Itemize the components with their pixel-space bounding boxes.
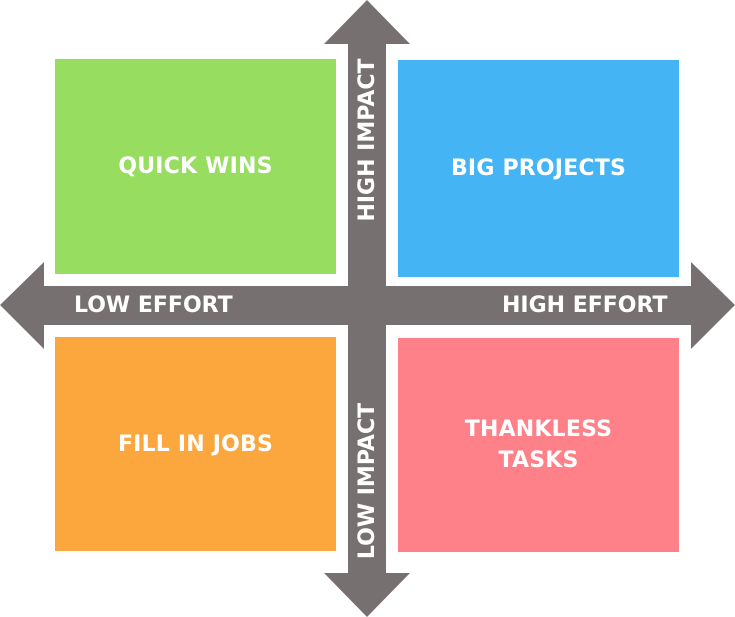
- quadrant-label: QUICK WINS: [118, 154, 273, 179]
- quadrant-quick-wins: QUICK WINS: [52, 56, 339, 277]
- quadrant-big-projects: BIG PROJECTS: [395, 57, 682, 280]
- axis-label-high-impact: HIGH IMPACT: [355, 58, 380, 222]
- quadrant-fill-in-jobs: FILL IN JOBS: [52, 334, 339, 554]
- axis-label-low-effort: LOW EFFORT: [74, 293, 233, 318]
- horizontal-double-arrow: [0, 262, 735, 349]
- quadrant-label: THANKLESS TASKS: [464, 417, 613, 473]
- axis-label-high-effort: HIGH EFFORT: [502, 293, 668, 318]
- quadrant-label: BIG PROJECTS: [450, 156, 627, 181]
- quadrant-thankless-tasks: THANKLESS TASKS: [395, 335, 682, 555]
- quadrant-label: FILL IN JOBS: [117, 431, 274, 457]
- axis-label-low-impact: LOW IMPACT: [355, 402, 380, 560]
